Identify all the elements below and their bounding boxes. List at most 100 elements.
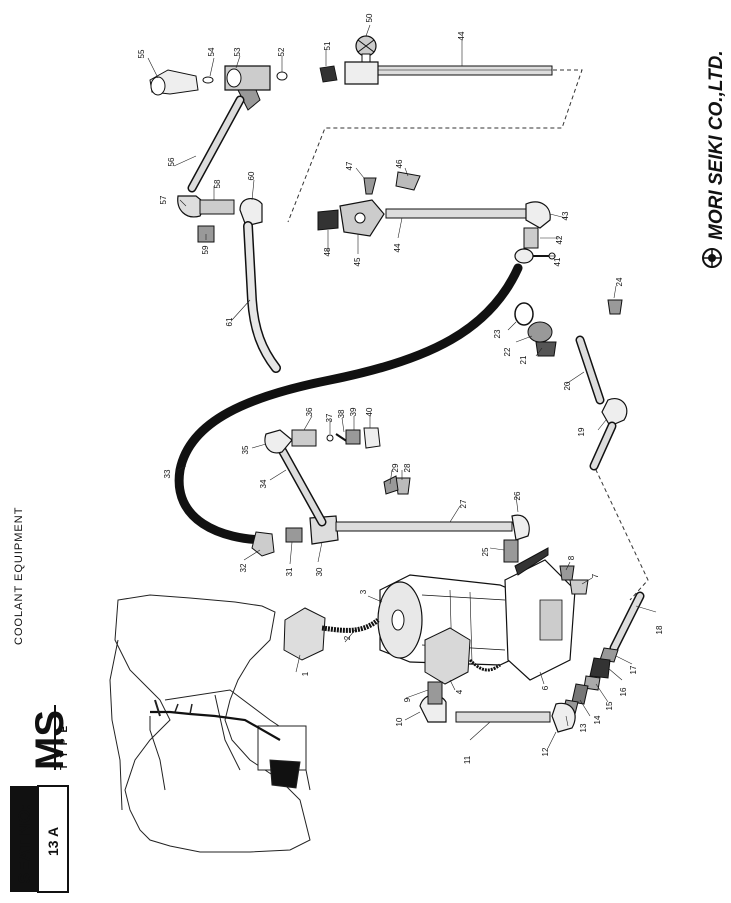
part-label-43: 43 — [561, 211, 570, 220]
connector-31 — [285, 527, 303, 543]
elbow-60 — [239, 198, 263, 227]
part-label-16: 16 — [619, 687, 628, 696]
pump-base — [504, 547, 576, 681]
part-label-25: 25 — [481, 547, 490, 556]
part-label-21: 21 — [519, 355, 528, 364]
strainer-assembly — [514, 302, 557, 357]
valve — [344, 35, 379, 85]
part-label-7: 7 — [591, 573, 600, 578]
junction-box — [283, 607, 326, 661]
elbow-19 — [601, 398, 628, 427]
nut-7 — [569, 579, 589, 595]
model-code: MS — [28, 710, 72, 770]
part-label-53: 53 — [233, 47, 242, 56]
part-label-27: 27 — [459, 499, 468, 508]
nozzle-55 — [149, 69, 199, 96]
nipple-42 — [523, 227, 539, 249]
terminal-box — [424, 627, 471, 685]
tee-30 — [309, 515, 339, 545]
part-label-1: 1 — [301, 671, 310, 676]
pipe-27 — [335, 521, 513, 532]
seat-label: SEAT NO: — [15, 804, 34, 884]
part-label-28: 28 — [403, 463, 412, 472]
part-label-33: 33 — [163, 469, 172, 478]
part-label-41: 41 — [553, 257, 562, 266]
part-label-13: 13 — [579, 723, 588, 732]
title-block: SEAT NO: 13 A MS TYPE COOLANT EQUIPMENT — [10, 507, 72, 893]
motor-cable — [468, 658, 501, 672]
part-label-40: 40 — [365, 407, 374, 416]
part-label-36: 36 — [305, 407, 314, 416]
part-label-56: 56 — [167, 157, 176, 166]
pipe-44-lower — [385, 208, 527, 219]
nut-51 — [319, 65, 338, 83]
nut-48 — [317, 209, 339, 231]
nipple-9 — [427, 681, 443, 705]
part-label-10: 10 — [395, 717, 404, 726]
part-label-39: 39 — [349, 407, 358, 416]
wing-bolt-46 — [395, 171, 421, 191]
fitting-17 — [599, 647, 619, 663]
section-title: COOLANT EQUIPMENT — [13, 507, 25, 645]
part-label-22: 22 — [503, 347, 512, 356]
conduit-cable — [321, 617, 380, 633]
part-label-18: 18 — [655, 625, 664, 634]
part-label-8: 8 — [567, 555, 576, 560]
mori-seiki-logo-icon — [702, 248, 722, 268]
part-label-24: 24 — [615, 277, 624, 286]
washer-54 — [202, 76, 214, 84]
ring-23 — [514, 302, 534, 326]
elbow-26 — [511, 514, 530, 541]
part-label-9: 9 — [403, 697, 412, 702]
part-label-31: 31 — [285, 567, 294, 576]
cross-45 — [339, 199, 385, 237]
company-mark: MORI SEIKI CO.,LTD. — [702, 50, 727, 268]
pipe-top — [377, 65, 553, 76]
part-label-45: 45 — [353, 257, 362, 266]
part-label-55: 55 — [137, 49, 146, 58]
elbow-12 — [551, 702, 576, 733]
machine-outline — [109, 594, 311, 853]
coupling-36 — [291, 429, 317, 447]
elbow-35 — [264, 429, 293, 454]
part-label-17: 17 — [629, 665, 638, 674]
part-label-23: 23 — [493, 329, 502, 338]
part-label-30: 30 — [315, 567, 324, 576]
part-label-4: 4 — [455, 689, 464, 694]
part-label-14: 14 — [593, 715, 602, 724]
filter-22 — [527, 321, 553, 343]
seat-number: 13 A — [45, 827, 61, 856]
part-label-12: 12 — [541, 747, 550, 756]
part-label-6: 6 — [541, 685, 550, 690]
wing-29 — [383, 475, 399, 495]
part-label-37: 37 — [325, 413, 334, 422]
nipple-14 — [571, 683, 589, 705]
part-label-46: 46 — [395, 159, 404, 168]
part-label-11: 11 — [463, 755, 472, 764]
part-label-38: 38 — [337, 409, 346, 418]
part-label-50: 50 — [365, 13, 374, 22]
part-label-58: 58 — [213, 179, 222, 188]
part-label-47: 47 — [345, 161, 354, 170]
part-label-20: 20 — [563, 381, 572, 390]
part-label-44: 44 — [457, 31, 466, 40]
part-number-labels: 1234678910111213141516171819202122232425… — [137, 13, 664, 764]
part-label-54: 54 — [207, 47, 216, 56]
part-label-42: 42 — [555, 235, 564, 244]
part-label-19: 19 — [577, 427, 586, 436]
part-label-60: 60 — [247, 171, 256, 180]
part-label-61: 61 — [225, 317, 234, 326]
pipe-11 — [455, 711, 551, 723]
seat-label-box — [10, 786, 38, 892]
part-label-34: 34 — [259, 479, 268, 488]
elbow-43 — [525, 201, 551, 229]
part-label-35: 35 — [241, 445, 250, 454]
seat-number-box — [37, 785, 69, 893]
part-label-48: 48 — [323, 247, 332, 256]
bolt-47 — [363, 177, 377, 195]
model-type: TYPE — [59, 720, 70, 770]
part-label-32: 32 — [239, 563, 248, 572]
part-label-59: 59 — [201, 245, 210, 254]
nipple-58 — [199, 199, 235, 215]
